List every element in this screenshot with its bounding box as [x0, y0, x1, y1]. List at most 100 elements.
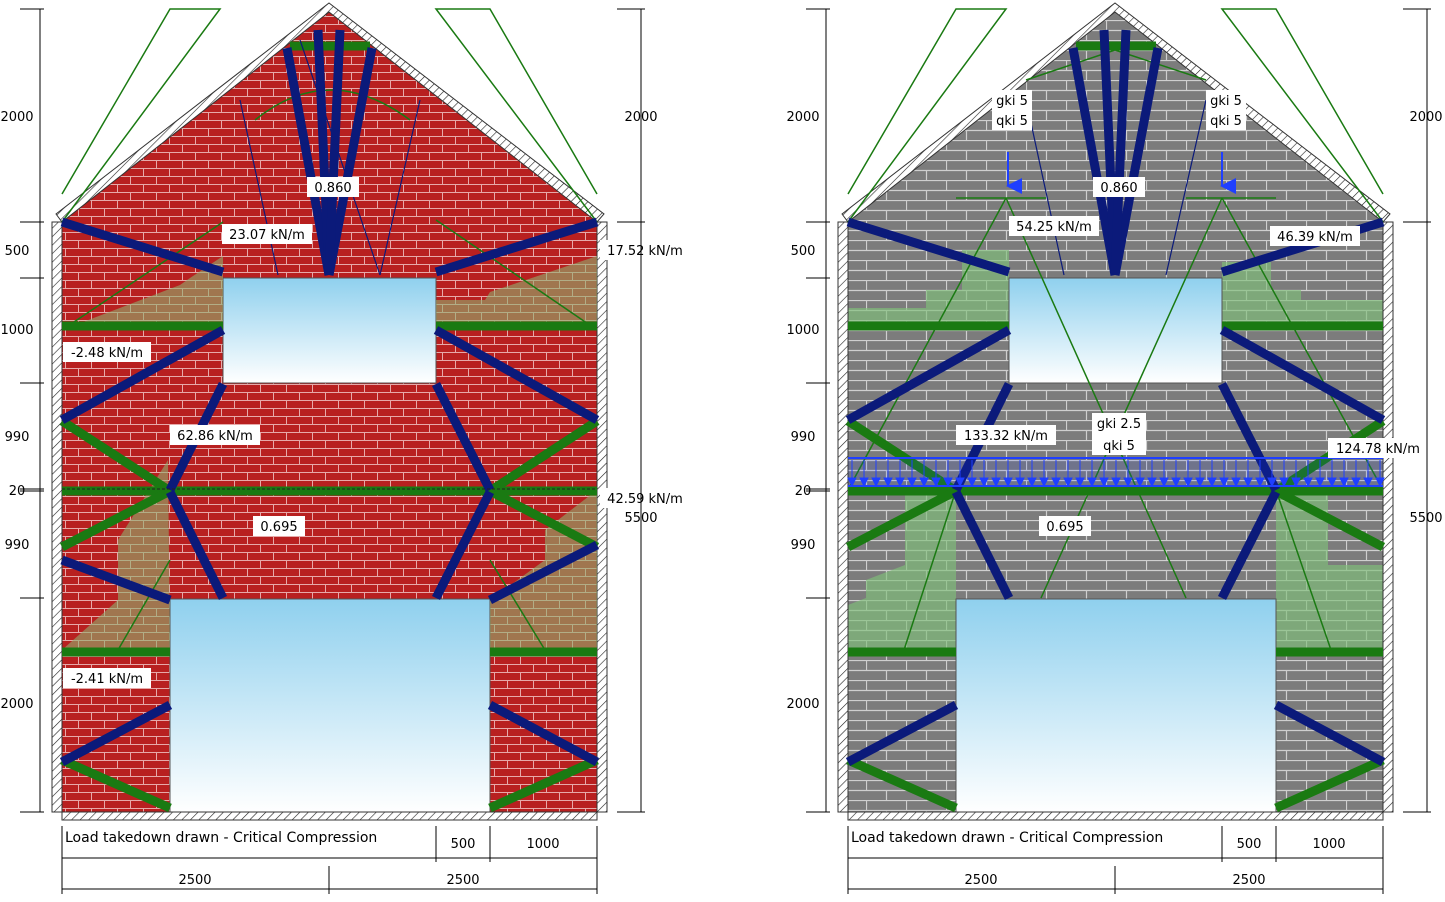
load-label: 23.07 kN/m	[229, 228, 305, 243]
load-label: 46.39 kN/m	[1277, 230, 1353, 245]
window-opening	[222, 277, 437, 384]
dimensions-right	[806, 8, 1431, 894]
dim-label: 990	[791, 538, 816, 553]
load-label: 42.59 kN/m	[607, 492, 683, 507]
dim-label: 500	[451, 837, 476, 852]
line-load-arrowhead	[1351, 477, 1361, 488]
line-load-arrowhead	[955, 477, 965, 488]
line-load-arrowhead	[1339, 477, 1349, 488]
line-load-arrowhead	[1183, 477, 1193, 488]
caption: Load takedown drawn - Critical Compressi…	[65, 830, 377, 846]
load-label: 62.86 kN/m	[177, 429, 253, 444]
door-opening	[955, 598, 1277, 813]
line-load-arrowhead	[1279, 477, 1289, 488]
dim-label: 990	[5, 430, 30, 445]
dim-label: 2500	[964, 873, 997, 888]
spread-lines	[847, 8, 1384, 651]
panel-right-labels: 0.860 0.695 gki 5 qki 5 gki 5 qki 5 54.2…	[956, 90, 1428, 536]
side-hatch-right	[1382, 221, 1394, 813]
dim-label: 2000	[1409, 110, 1442, 125]
dim-label: 20	[795, 484, 812, 499]
load-label: -2.48 kN/m	[71, 346, 143, 361]
line-load-arrowhead	[1171, 477, 1181, 488]
line-load-arrowhead	[1015, 477, 1025, 488]
line-load-arrowhead	[1003, 477, 1013, 488]
line-load-arrowhead	[1255, 477, 1265, 488]
line-load-arrowhead	[883, 477, 893, 488]
line-load-arrowhead	[1303, 477, 1313, 488]
line-load-q: qki 5	[1103, 439, 1135, 454]
line-load-arrowhead	[1219, 477, 1229, 488]
line-load-g: gki 2.5	[1097, 417, 1141, 432]
line-load-arrowhead	[1231, 477, 1241, 488]
dim-label: 20	[9, 484, 26, 499]
dim-label: 2500	[178, 873, 211, 888]
base-hatch	[847, 811, 1384, 821]
line-load-arrowhead	[1267, 477, 1277, 488]
line-load-arrowhead	[1135, 477, 1145, 488]
line-load-arrowhead	[1243, 477, 1253, 488]
side-hatch-right	[596, 221, 608, 813]
line-load-arrowhead	[1315, 477, 1325, 488]
line-load-arrowhead	[979, 477, 989, 488]
load-label: -2.41 kN/m	[71, 672, 143, 687]
dim-label: 990	[791, 430, 816, 445]
dim-label: 1000	[1312, 837, 1345, 852]
line-load-arrowhead	[1051, 477, 1061, 488]
compression-struts	[845, 29, 1386, 766]
side-hatch-left	[837, 221, 849, 813]
line-load-arrowhead	[1291, 477, 1301, 488]
line-load-arrowhead	[1123, 477, 1133, 488]
load-label: 133.32 kN/m	[964, 429, 1048, 444]
load-label: 54.25 kN/m	[1016, 220, 1092, 235]
spread-lines	[61, 8, 598, 651]
line-load-arrowhead	[1363, 477, 1373, 488]
line-load-arrowhead	[1159, 477, 1169, 488]
dim-label: 2500	[1232, 873, 1265, 888]
line-load-arrowhead	[1195, 477, 1205, 488]
dim-label: 2500	[446, 873, 479, 888]
line-load-arrowhead	[991, 477, 1001, 488]
spread-zones	[848, 250, 1383, 652]
line-load-arrowhead	[847, 477, 857, 488]
line-load-arrowhead	[871, 477, 881, 488]
dim-label: 500	[1237, 837, 1262, 852]
dim-label: 500	[791, 244, 816, 259]
tension-ties	[59, 41, 600, 813]
line-load-arrowhead	[1027, 477, 1037, 488]
line-load-arrowhead	[967, 477, 977, 488]
line-load-arrowhead	[1207, 477, 1217, 488]
factor-upper: 0.860	[314, 181, 351, 196]
dim-label: 2000	[624, 110, 657, 125]
door-opening	[169, 598, 491, 813]
line-load-arrowhead	[943, 477, 953, 488]
dim-label: 1000	[0, 323, 33, 338]
line-load-arrowhead	[859, 477, 869, 488]
line-load-arrowhead	[1099, 477, 1109, 488]
line-load-arrowhead	[895, 477, 905, 488]
dim-label: 1000	[786, 323, 819, 338]
base-hatch	[61, 811, 598, 821]
line-load-arrowhead	[1147, 477, 1157, 488]
panel-right: 0.860 0.695 gki 5 qki 5 gki 5 qki 5 54.2…	[786, 2, 1443, 894]
panel-left: 0.860 0.695 23.07 kN/m 17.52 kN/m -2.48 …	[0, 2, 690, 894]
dim-label: 5500	[624, 511, 657, 526]
line-load-arrowhead	[1327, 477, 1337, 488]
tension-ties	[845, 41, 1386, 813]
line-load-arrowhead	[1111, 477, 1121, 488]
point-load-g: gki 5	[996, 94, 1028, 109]
line-load-arrowhead	[919, 477, 929, 488]
point-load-g: gki 5	[1210, 94, 1242, 109]
panel-left-labels: 0.860 0.695 23.07 kN/m 17.52 kN/m -2.48 …	[63, 177, 690, 688]
dim-label: 500	[5, 244, 30, 259]
dim-label: 2000	[786, 110, 819, 125]
dim-label: 5500	[1409, 511, 1442, 526]
dim-label: 2000	[786, 697, 819, 712]
line-load-arrowhead	[1375, 477, 1385, 488]
line-load-arrowhead	[1087, 477, 1097, 488]
line-load-arrowhead	[1075, 477, 1085, 488]
dim-label: 1000	[526, 837, 559, 852]
line-load-arrowhead	[931, 477, 941, 488]
line-load-arrowhead	[1063, 477, 1073, 488]
line-load	[847, 457, 1385, 488]
